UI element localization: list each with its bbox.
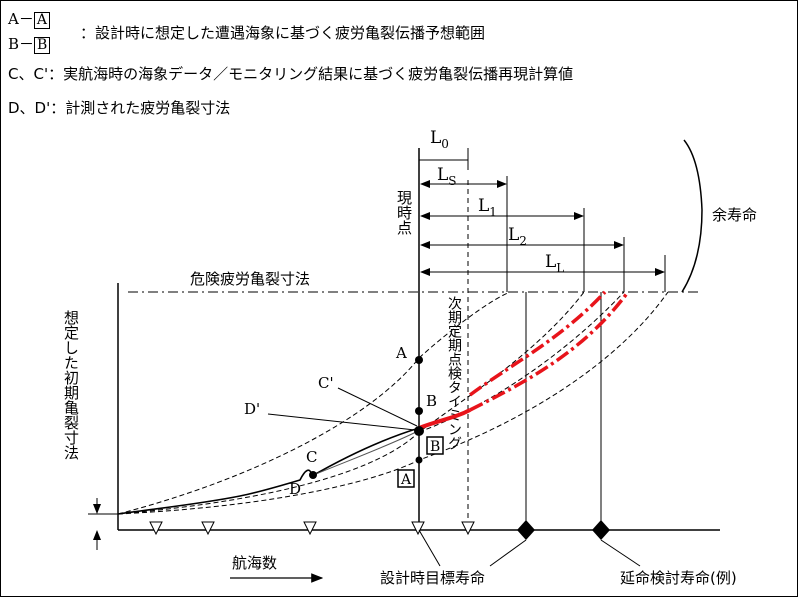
design-life-diamond [517, 520, 535, 540]
l1-label: L1 [478, 196, 497, 219]
initial-size-label: 想定した初期亀裂寸法 [62, 310, 80, 460]
point-a-dot [415, 356, 423, 364]
legend-a-letter: A [8, 10, 19, 28]
l2-label: L2 [508, 225, 527, 248]
boxed-b-frame [426, 436, 444, 455]
inspection-triangle [201, 521, 215, 536]
legend-ab-text: ：設計時に想定した遭遇海象に基づく疲労亀裂伝播予想範囲 [80, 24, 486, 42]
extended-life-diamond [592, 520, 610, 540]
red-prediction-upper [468, 290, 607, 397]
point-a-label: A [395, 344, 407, 362]
ll-label: LL [545, 252, 564, 275]
point-d-dot [309, 471, 317, 479]
point-c-prime-label: C' [318, 374, 334, 392]
point-b-boxed-dot [415, 456, 423, 464]
d-prime-leader [267, 413, 416, 431]
point-b-label: B [426, 392, 437, 410]
c-prime-leader [337, 387, 418, 427]
ls-label: LS [437, 165, 457, 188]
boxed-a-frame [397, 469, 415, 488]
design-life-label: 設計時目標寿命 [380, 569, 485, 587]
legend-dash-a: － [18, 10, 34, 28]
red-current-segment [418, 408, 471, 430]
boxed-a-label: A [400, 472, 412, 488]
legend-ab: A－A [8, 8, 50, 29]
point-b-dot [415, 407, 423, 415]
x-axis-label: 航海数 [232, 554, 277, 572]
point-d-label: D [289, 480, 301, 498]
legend-dash-b: － [19, 35, 35, 53]
legend-cc-text: C、C'：実航海時の海象データ／モニタリング結果に基づく疲労亀裂伝播再現計算値 [8, 65, 574, 83]
boxed-b-label: B [430, 439, 440, 455]
point-d-prime-label: D' [244, 400, 260, 418]
remaining-life-label: 余寿命 [712, 206, 757, 224]
point-c-label: C [306, 448, 317, 466]
extended-life-label: 延命検討寿命(例) [620, 569, 737, 587]
legend-dd-text: D、D'：計測された疲労亀裂寸法 [8, 99, 231, 117]
curve-b-lower [117, 291, 585, 515]
measured-crack-path [315, 431, 417, 475]
next-inspection-label: 次期定期点検タイミング [446, 296, 462, 450]
design-life-leader-current [418, 529, 441, 567]
legend-b-letter: B [8, 35, 20, 53]
inspection-triangle [461, 521, 475, 536]
simulated-crack-path [117, 427, 420, 515]
legend-b-boxed: B [34, 37, 51, 54]
remaining-life-brace [681, 139, 703, 293]
interval-dimensions [419, 148, 666, 292]
l0-label: L0 [430, 128, 449, 151]
inspection-triangle [303, 521, 317, 536]
curve-a-lower [117, 291, 669, 515]
point-current-dot [414, 426, 424, 436]
critical-size-label: 危険疲労亀裂寸法 [190, 270, 310, 288]
inspection-markers [149, 521, 475, 536]
inspection-triangle [411, 521, 425, 536]
legend-b: B－B [8, 33, 51, 54]
red-prediction-lower [469, 290, 630, 412]
current-point-label: 現時点 [395, 190, 413, 235]
extended-life-leader [600, 539, 641, 567]
inspection-triangle [149, 521, 163, 536]
curve-a-upper [117, 291, 511, 515]
design-life-leader [489, 539, 527, 567]
legend-a-boxed: A [33, 12, 50, 29]
curve-b-extended [418, 291, 625, 433]
